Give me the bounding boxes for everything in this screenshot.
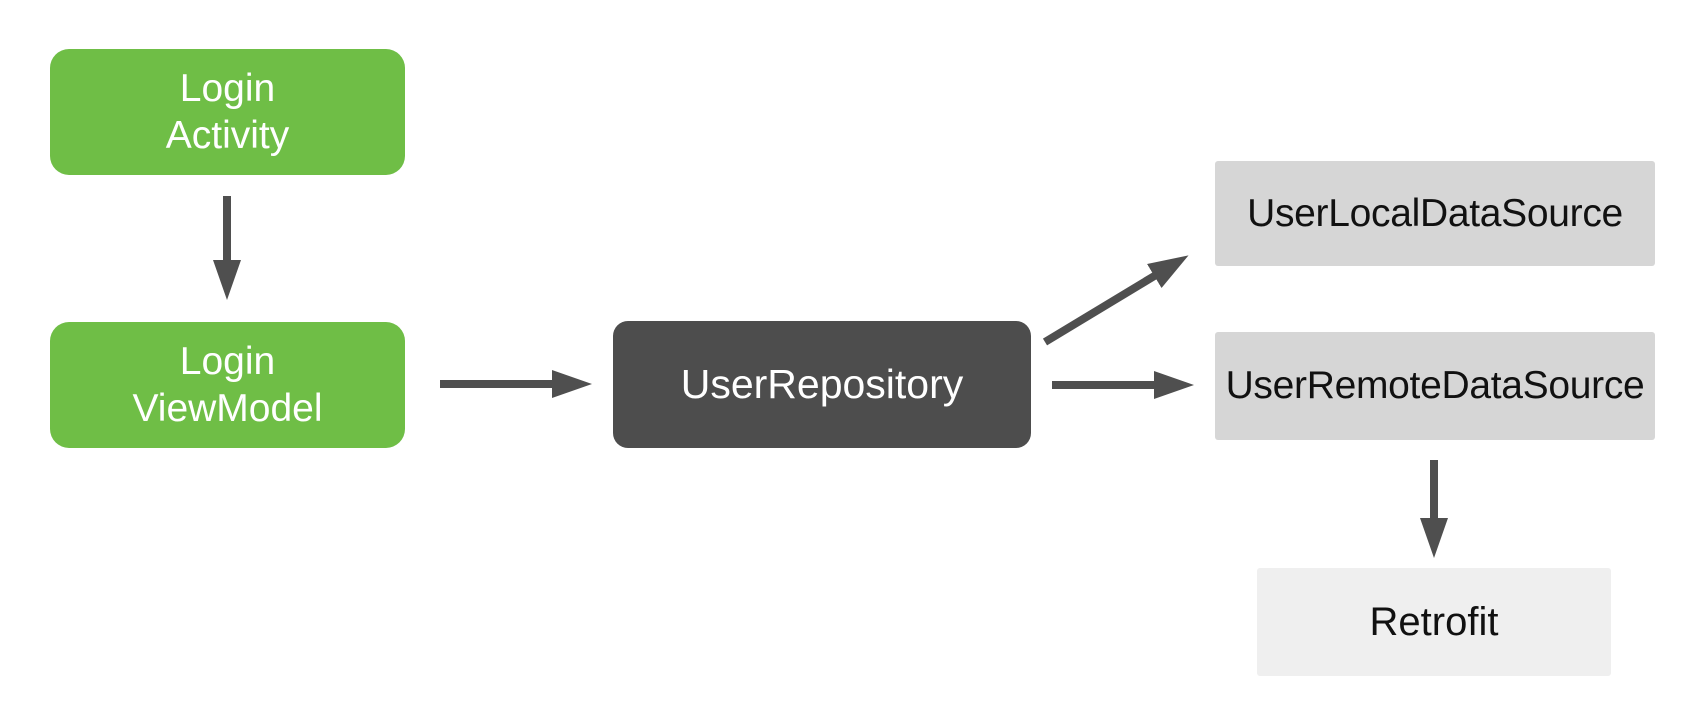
- node-login-activity-line2: Activity: [165, 114, 290, 157]
- node-login-viewmodel-line2: ViewModel: [132, 387, 323, 430]
- node-login-activity-line1: Login: [179, 67, 276, 110]
- node-retrofit: Retrofit: [1257, 568, 1611, 676]
- node-user-remote-data-source-label: UserRemoteDataSource: [1225, 364, 1645, 407]
- node-login-viewmodel-line1: Login: [179, 340, 276, 383]
- node-user-repository-label: UserRepository: [680, 361, 964, 407]
- node-user-repository: UserRepository: [613, 321, 1031, 448]
- node-login-activity: Login Activity: [50, 49, 405, 175]
- arrow-repository-to-localdatasource: [1042, 255, 1189, 346]
- node-user-remote-data-source: UserRemoteDataSource: [1215, 332, 1655, 440]
- node-retrofit-label: Retrofit: [1369, 599, 1499, 644]
- node-user-local-data-source: UserLocalDataSource: [1215, 161, 1655, 266]
- node-user-local-data-source-label: UserLocalDataSource: [1247, 191, 1623, 235]
- node-login-viewmodel: Login ViewModel: [50, 322, 405, 448]
